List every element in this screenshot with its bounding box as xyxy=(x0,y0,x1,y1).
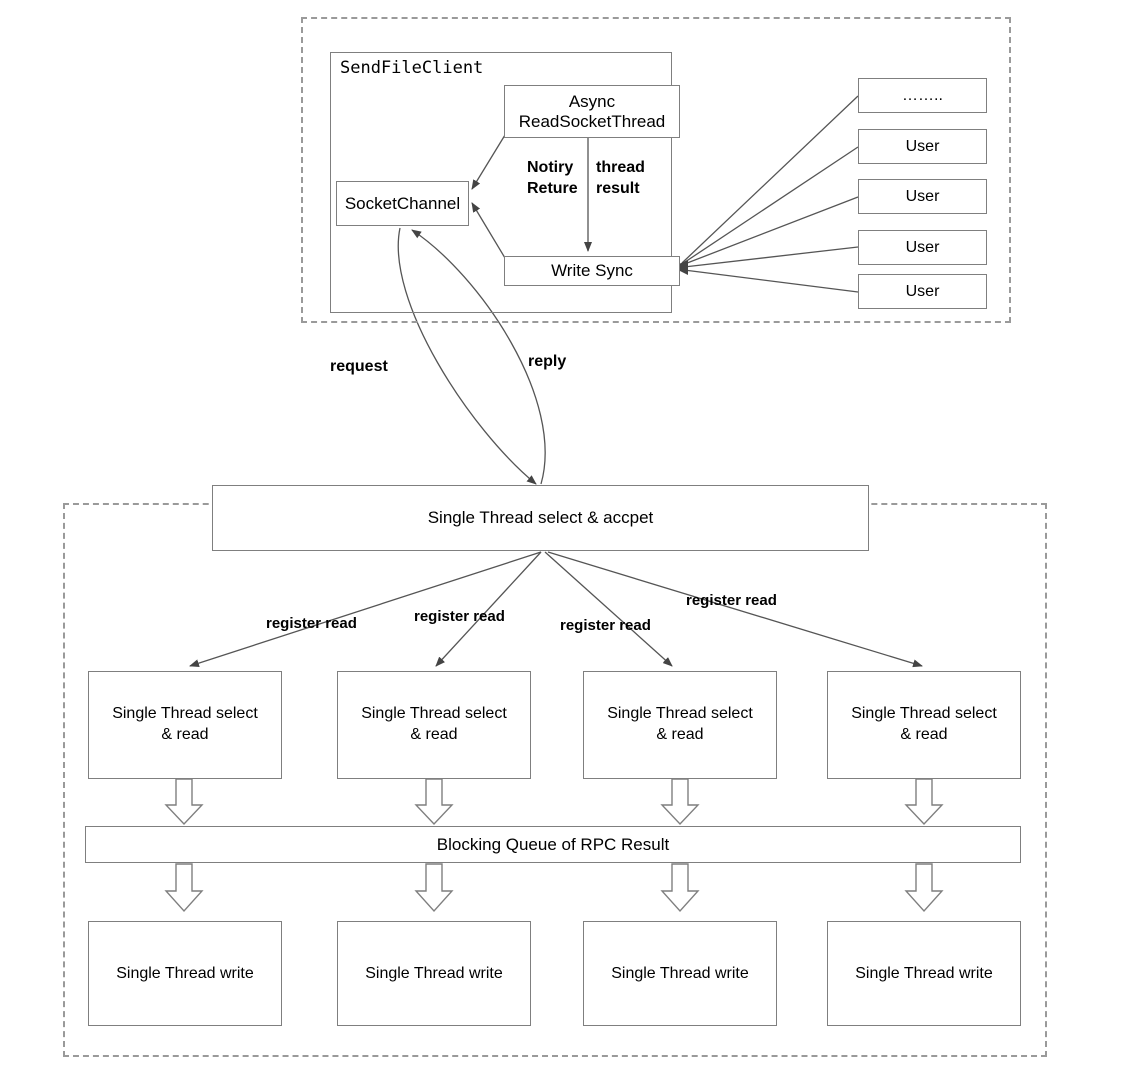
user-label-3: User xyxy=(905,238,940,256)
writer-label-2: Single Thread write xyxy=(611,964,749,982)
user-dots-label: …….. xyxy=(902,86,943,104)
writer-box-1[interactable]: Single Thread write xyxy=(337,921,531,1026)
notify-left-line1: Notiry xyxy=(527,159,574,176)
async-readsocketthread-box[interactable]: Async ReadSocketThread xyxy=(504,85,680,138)
user-box-2[interactable]: User xyxy=(858,179,987,214)
writer-box-0[interactable]: Single Thread write xyxy=(88,921,282,1026)
blocking-queue-label: Blocking Queue of RPC Result xyxy=(436,834,670,854)
reactor-label-3: Single Thread select & read xyxy=(851,705,997,743)
sendfileclient-box xyxy=(330,52,672,313)
user-label-2: User xyxy=(905,187,940,205)
reply-label: reply xyxy=(528,353,567,370)
user-box-4[interactable]: User xyxy=(858,274,987,309)
user-box-1[interactable]: User xyxy=(858,129,987,164)
notify-left-line2: Reture xyxy=(527,180,578,197)
user-box-dots[interactable]: …….. xyxy=(858,78,987,113)
reactor-box-2[interactable]: Single Thread select & read xyxy=(583,671,777,779)
acceptor-box[interactable]: Single Thread select & accpet xyxy=(212,485,869,551)
sendfileclient-title: SendFileClient xyxy=(340,58,484,78)
request-label: request xyxy=(330,358,388,375)
user-label-4: User xyxy=(905,282,940,300)
blocking-queue-box[interactable]: Blocking Queue of RPC Result xyxy=(85,826,1021,863)
user-box-3[interactable]: User xyxy=(858,230,987,265)
register-read-label-1: register read xyxy=(414,608,505,625)
writer-box-3[interactable]: Single Thread write xyxy=(827,921,1021,1026)
user-label-1: User xyxy=(905,137,940,155)
reactor-label-0: Single Thread select & read xyxy=(112,705,258,743)
reactor-box-1[interactable]: Single Thread select & read xyxy=(337,671,531,779)
reactor-label-1: Single Thread select & read xyxy=(361,705,507,743)
acceptor-label: Single Thread select & accpet xyxy=(427,508,654,527)
reactor-label-2: Single Thread select & read xyxy=(607,705,753,743)
register-read-label-2: register read xyxy=(560,617,651,634)
writer-label-3: Single Thread write xyxy=(855,964,993,982)
socketchannel-box[interactable]: SocketChannel xyxy=(336,181,469,226)
writer-label-1: Single Thread write xyxy=(365,964,503,982)
notify-right-line1: thread xyxy=(596,159,645,176)
writer-box-2[interactable]: Single Thread write xyxy=(583,921,777,1026)
async-readsocketthread-label: Async ReadSocketThread xyxy=(518,91,666,131)
notify-right-line2: result xyxy=(596,180,640,197)
register-read-label-0: register read xyxy=(266,615,357,632)
client-section-container xyxy=(301,17,1011,323)
writer-label-0: Single Thread write xyxy=(116,964,254,982)
reactor-box-3[interactable]: Single Thread select & read xyxy=(827,671,1021,779)
reactor-box-0[interactable]: Single Thread select & read xyxy=(88,671,282,779)
socketchannel-label: SocketChannel xyxy=(344,193,461,213)
write-sync-label: Write Sync xyxy=(551,261,633,280)
write-sync-box[interactable]: Write Sync xyxy=(504,256,680,286)
register-read-label-3: register read xyxy=(686,592,777,609)
